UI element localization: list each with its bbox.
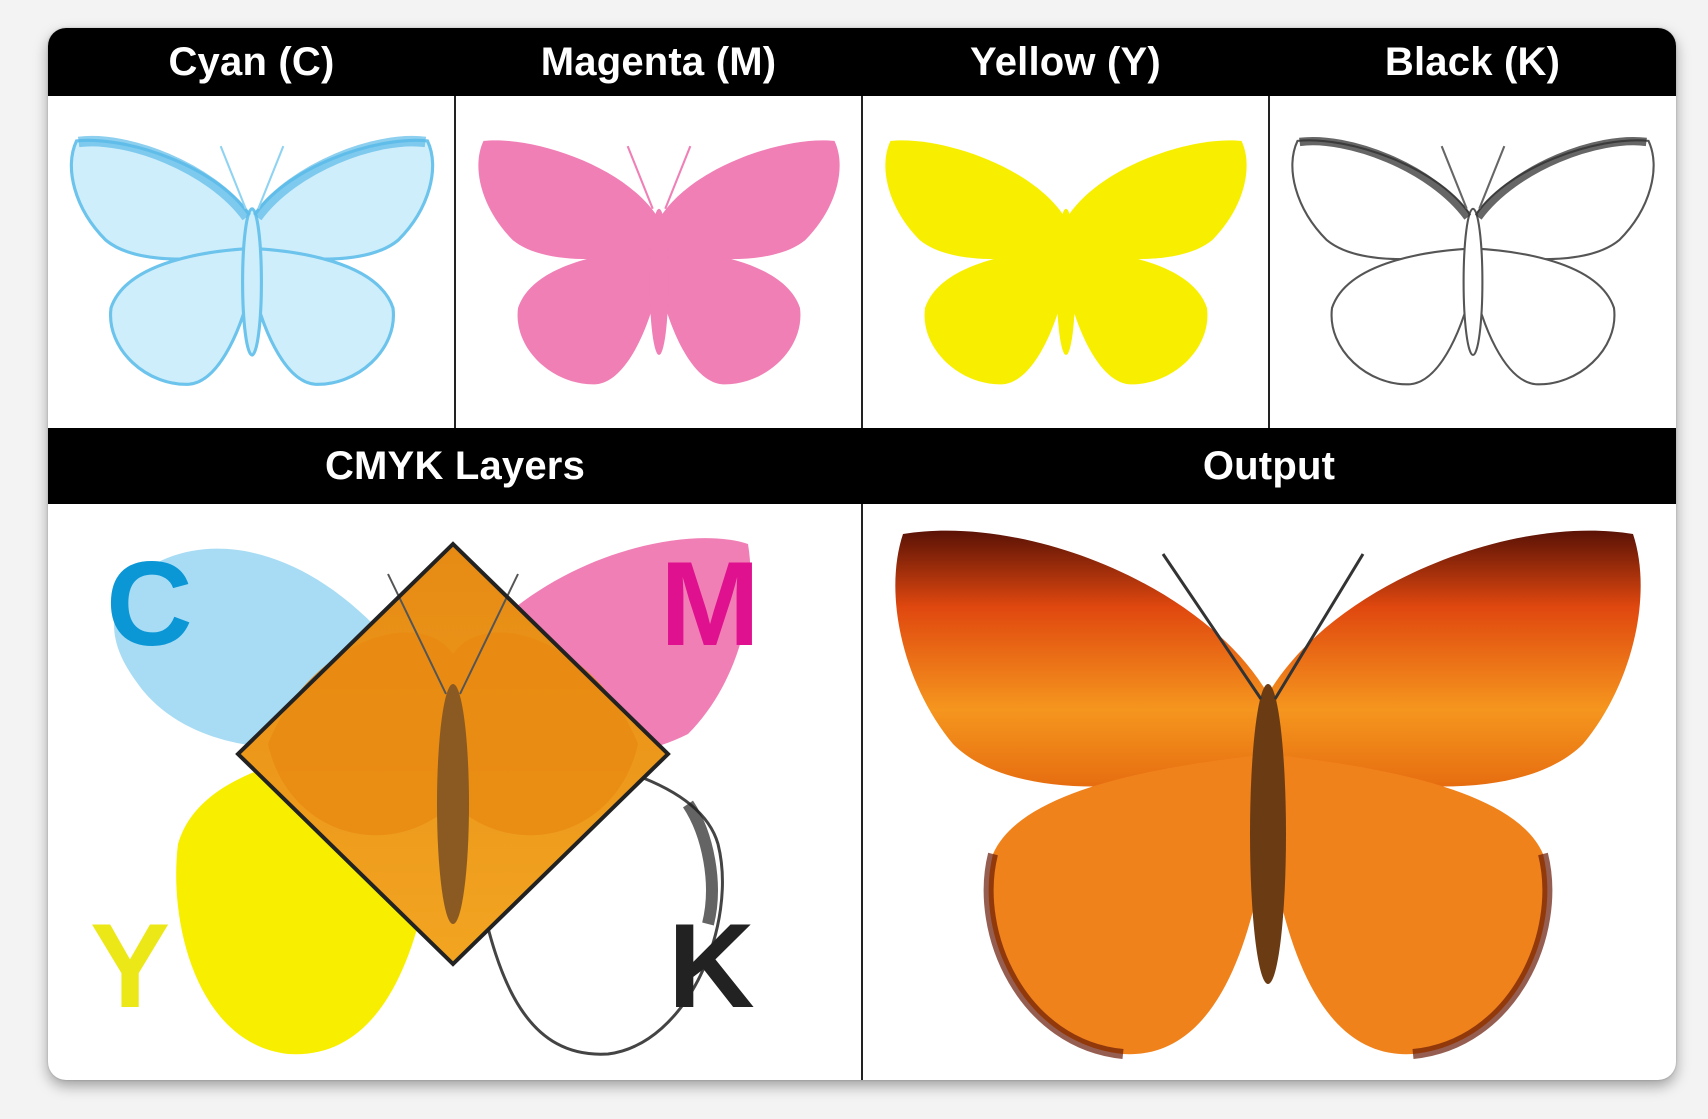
divider <box>454 96 456 428</box>
letter-y: Y <box>90 906 170 1026</box>
letter-k: K <box>668 906 755 1026</box>
cmyk-layers-panel: C M Y K <box>48 504 860 1080</box>
output-panel <box>863 504 1676 1080</box>
yellow-butterfly-image <box>878 116 1254 406</box>
top-header-bar: Cyan (C) Magenta (M) Yellow (Y) Black (K… <box>48 28 1676 96</box>
letter-c: C <box>106 544 193 664</box>
cmyk-diagram: Cyan (C) Magenta (M) Yellow (Y) Black (K… <box>48 28 1676 1080</box>
label-black: Black (K) <box>1269 40 1676 85</box>
divider <box>861 96 863 428</box>
bottom-header-bar: CMYK Layers Output <box>48 428 1676 504</box>
divider <box>1268 96 1270 428</box>
label-cyan: Cyan (C) <box>48 40 455 85</box>
label-yellow: Yellow (Y) <box>862 40 1269 85</box>
cyan-butterfly-image <box>64 116 440 406</box>
letter-m: M <box>660 544 760 664</box>
label-magenta: Magenta (M) <box>455 40 862 85</box>
magenta-butterfly-image <box>471 116 847 406</box>
label-cmyk-layers: CMYK Layers <box>48 444 862 489</box>
label-output: Output <box>862 444 1676 489</box>
black-butterfly-image <box>1285 116 1661 406</box>
